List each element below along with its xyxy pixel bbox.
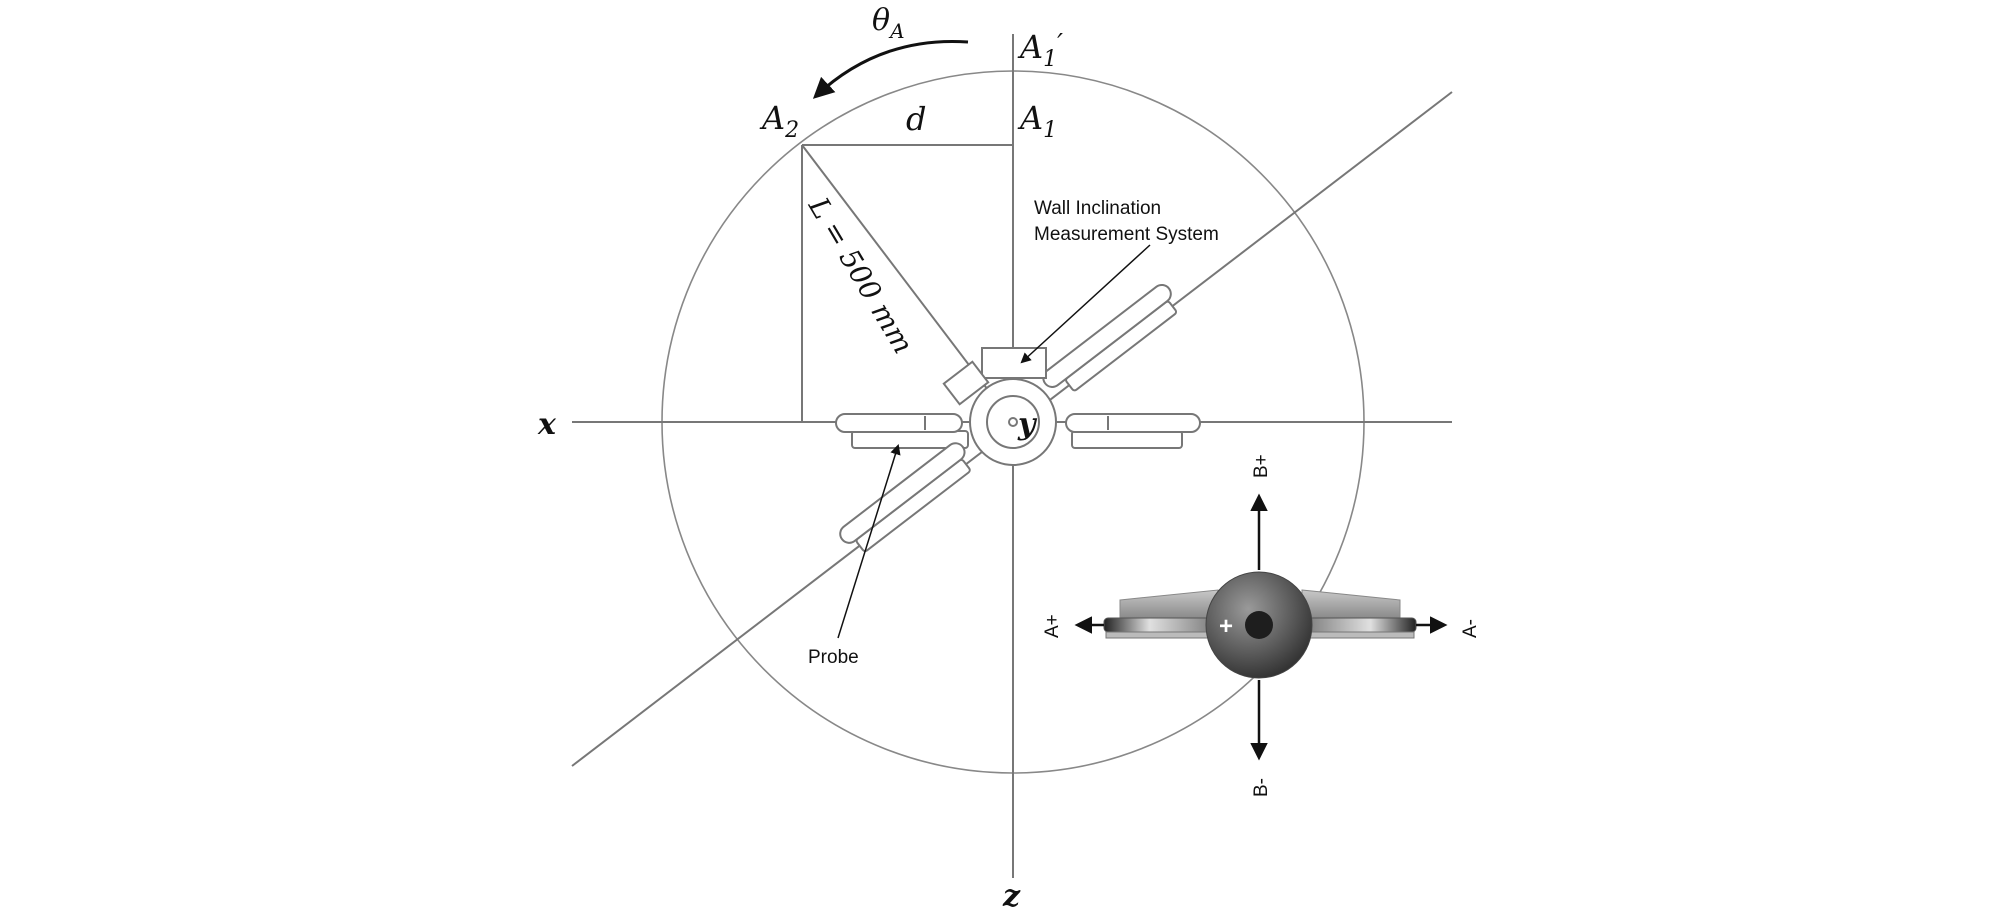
probe-label: Probe bbox=[808, 647, 859, 668]
y-axis-label: y bbox=[1017, 407, 1038, 442]
probe-pointer bbox=[837, 443, 901, 639]
x-axis-label: x bbox=[537, 407, 557, 442]
wall-sensor-block bbox=[942, 360, 990, 406]
d-label: d bbox=[906, 100, 926, 138]
length-label: L = 500 mm bbox=[801, 191, 919, 359]
probe-diagonal bbox=[839, 283, 1177, 553]
inset-b-minus-label: B- bbox=[1251, 778, 1272, 797]
wall-system-label-line1: Wall Inclination bbox=[1034, 198, 1161, 219]
a1-prime-label: A1′ bbox=[1017, 28, 1063, 72]
inset-probe-center bbox=[1245, 611, 1273, 639]
wall-system-label-line2: Measurement System bbox=[1034, 224, 1219, 245]
direction-inset: + B+ B- A+ A- bbox=[1042, 454, 1481, 797]
a2-label: A2 bbox=[759, 99, 799, 143]
a1-label: A1 bbox=[1017, 99, 1057, 143]
inset-plus-mark: + bbox=[1219, 613, 1233, 640]
inset-a-minus-label: A- bbox=[1460, 619, 1481, 638]
hub-center bbox=[1008, 417, 1018, 427]
z-axis-label: z bbox=[1002, 879, 1021, 908]
inset-a-plus-label: A+ bbox=[1042, 614, 1063, 638]
theta-arrow bbox=[812, 39, 969, 99]
probe-horizontal bbox=[835, 413, 1201, 449]
theta-label: θA bbox=[872, 3, 905, 43]
inset-b-plus-label: B+ bbox=[1251, 454, 1272, 478]
wall-pointer bbox=[1020, 244, 1151, 364]
wall-sensor-box bbox=[981, 347, 1047, 379]
